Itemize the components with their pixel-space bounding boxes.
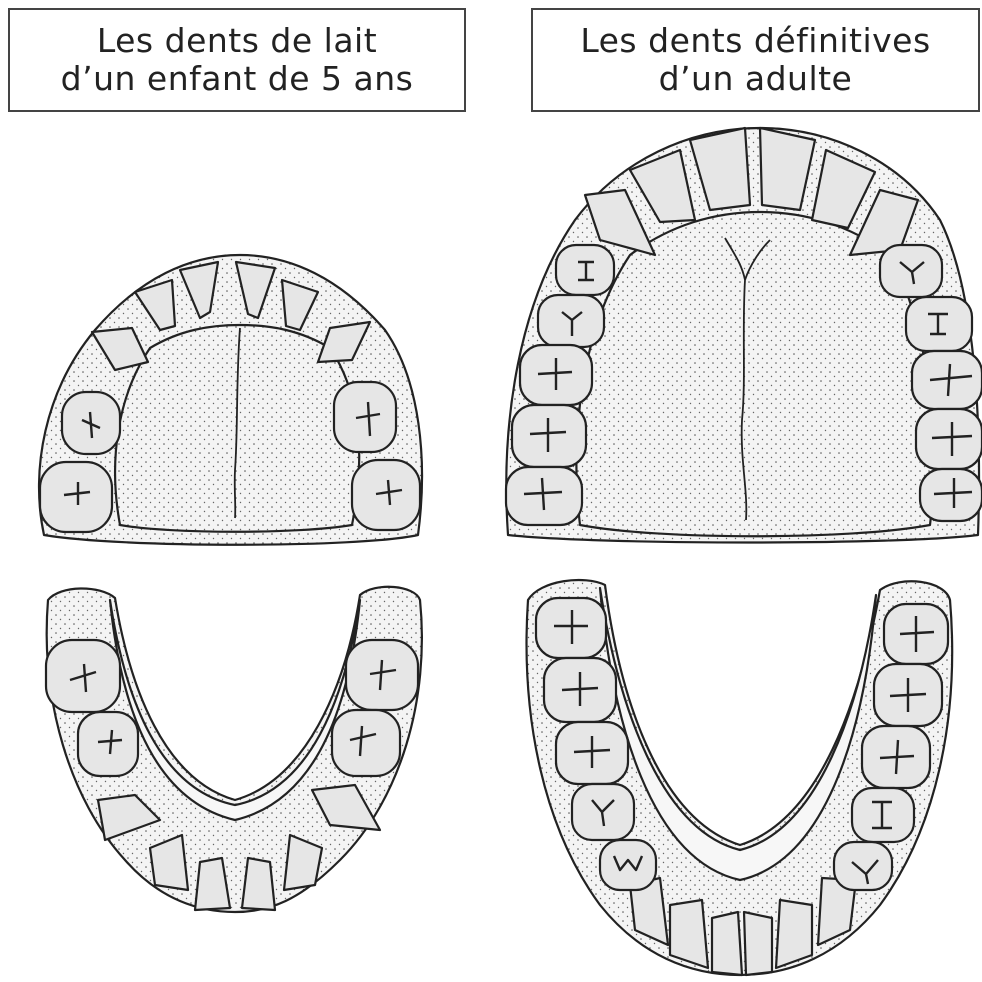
tooth bbox=[242, 858, 275, 910]
tooth bbox=[332, 710, 400, 776]
tooth bbox=[776, 900, 812, 968]
tooth bbox=[916, 409, 982, 469]
tooth bbox=[912, 351, 982, 409]
adult-lower-jaw bbox=[527, 580, 953, 975]
tooth bbox=[744, 912, 772, 975]
tooth bbox=[600, 840, 656, 890]
tooth bbox=[834, 842, 892, 890]
child-lower-jaw bbox=[46, 587, 422, 912]
tooth bbox=[670, 900, 708, 968]
tooth bbox=[78, 712, 138, 776]
tooth bbox=[40, 462, 112, 532]
tooth bbox=[712, 912, 742, 975]
child-upper-jaw bbox=[39, 255, 422, 545]
tooth bbox=[920, 469, 982, 521]
tooth bbox=[352, 460, 420, 530]
adult-upper-jaw bbox=[506, 128, 982, 543]
